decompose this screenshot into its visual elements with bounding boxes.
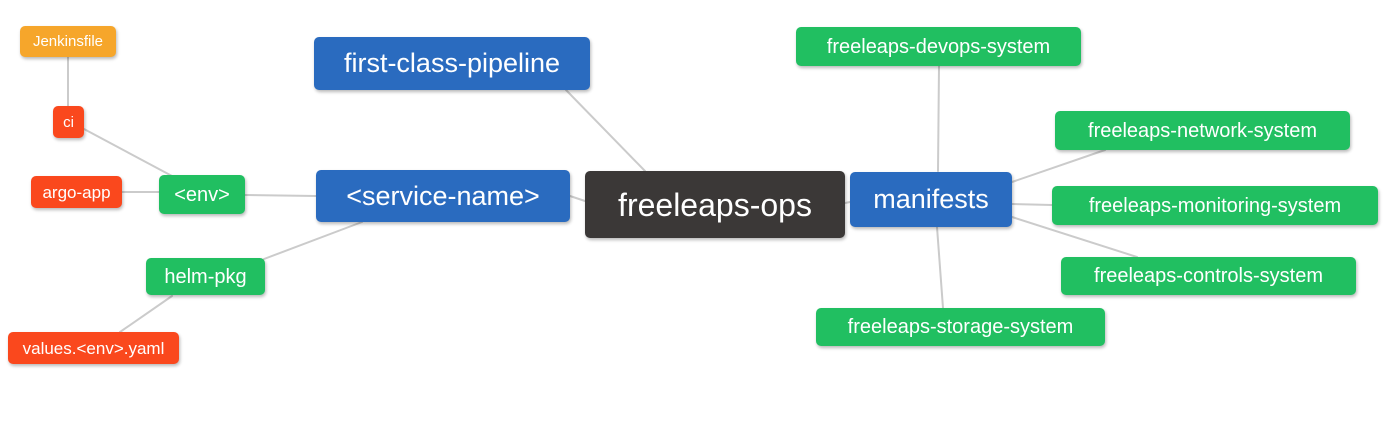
edge-helm-pkg-to-service-name <box>263 221 363 260</box>
node-freeleaps-monitoring-system[interactable]: freeleaps-monitoring-system <box>1052 186 1378 225</box>
edge-manifests-to-freeleaps-storage-system <box>936 226 944 309</box>
node-freeleaps-ops[interactable]: freeleaps-ops <box>585 171 845 238</box>
edge-freeleaps-ops-to-manifests <box>844 201 851 204</box>
node-helm-pkg[interactable]: helm-pkg <box>146 258 265 295</box>
node-jenkinsfile[interactable]: Jenkinsfile <box>20 26 116 57</box>
node-values-env-yaml[interactable]: values.<env>.yaml <box>8 332 179 364</box>
node-freeleaps-network-system[interactable]: freeleaps-network-system <box>1055 111 1350 150</box>
edge-ci-to-env <box>83 128 173 177</box>
node-argo-app[interactable]: argo-app <box>31 176 122 208</box>
node-env[interactable]: <env> <box>159 175 245 214</box>
node-manifests[interactable]: manifests <box>850 172 1012 227</box>
edge-manifests-to-freeleaps-controls-system <box>1011 216 1138 258</box>
node-service-name[interactable]: <service-name> <box>316 170 570 222</box>
edge-manifests-to-freeleaps-devops-system <box>937 65 940 172</box>
edge-values-env-yaml-to-helm-pkg <box>119 295 173 333</box>
node-freeleaps-devops-system[interactable]: freeleaps-devops-system <box>796 27 1081 66</box>
edge-service-name-to-freeleaps-ops <box>569 195 586 202</box>
edge-manifests-to-freeleaps-monitoring-system <box>1011 203 1053 206</box>
node-freeleaps-controls-system[interactable]: freeleaps-controls-system <box>1061 257 1356 295</box>
edge-env-to-service-name <box>244 194 317 197</box>
node-first-class-pipeline[interactable]: first-class-pipeline <box>314 37 590 90</box>
node-freeleaps-storage-system[interactable]: freeleaps-storage-system <box>816 308 1105 346</box>
edge-manifests-to-freeleaps-network-system <box>1011 149 1106 183</box>
node-ci[interactable]: ci <box>53 106 84 138</box>
edge-first-class-pipeline-to-freeleaps-ops <box>565 89 646 172</box>
